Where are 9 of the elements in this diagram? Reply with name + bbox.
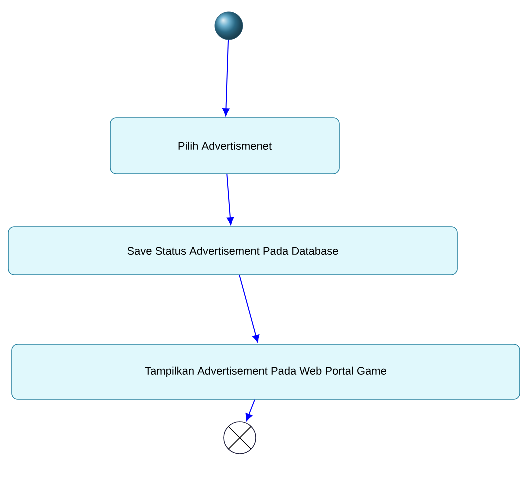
arrow — [222, 40, 230, 116]
action-box: Pilih Advertismenet — [110, 118, 340, 174]
arrow — [239, 274, 260, 343]
arrow — [226, 174, 234, 226]
start-node — [214, 12, 244, 40]
arrow — [246, 399, 256, 422]
action-box: Tampilkan Advertisement Pada Web Portal Game — [12, 344, 520, 400]
action-box: Save Status Advertisement Pada Database — [8, 226, 458, 276]
final-node — [224, 422, 256, 454]
